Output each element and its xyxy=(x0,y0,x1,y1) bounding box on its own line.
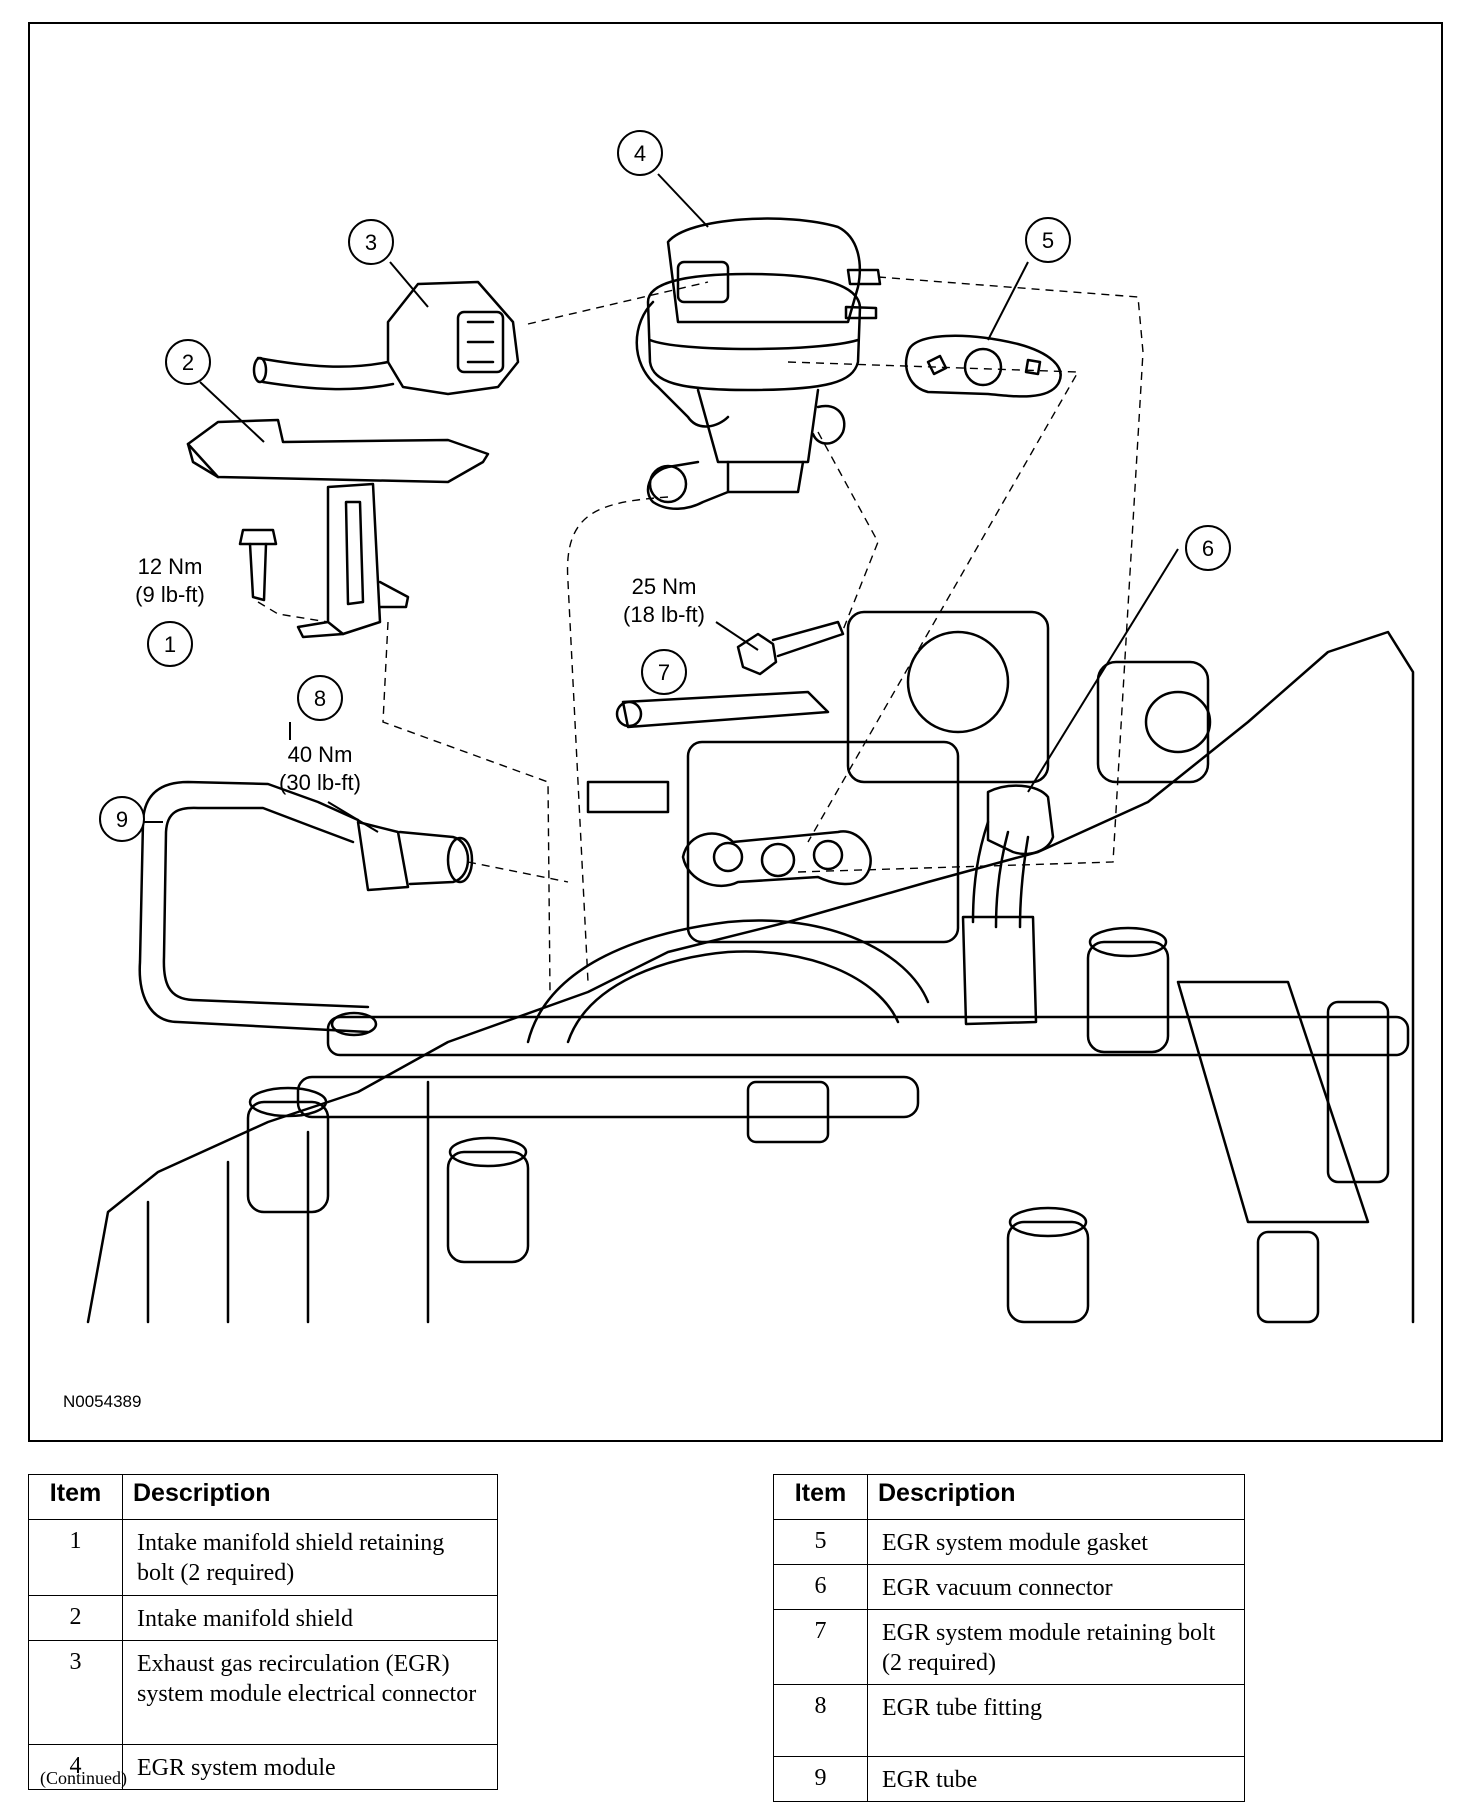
item-description: EGR system module retaining bolt (2 requ… xyxy=(867,1609,1245,1685)
callout-circle-9 xyxy=(99,796,145,842)
table-row: 9 EGR tube xyxy=(773,1756,1245,1802)
egr-tube-fitting xyxy=(356,820,474,892)
item-number: 8 xyxy=(773,1684,868,1757)
callout-circle-5 xyxy=(1025,217,1071,263)
callout-circle-7 xyxy=(641,649,687,695)
diagram-frame xyxy=(28,22,1443,1442)
callout-number-1: 1 xyxy=(164,632,176,657)
table-row: 7 EGR system module retaining bolt (2 re… xyxy=(773,1609,1245,1685)
item-number: 9 xyxy=(773,1756,868,1802)
callout-circle-3 xyxy=(348,219,394,265)
legend-header-row: Item Description xyxy=(773,1474,1245,1520)
table-row: 6 EGR vacuum connector xyxy=(773,1564,1245,1610)
egr-exploded-diagram: 1 2 3 4 5 6 7 8 9 12 Nm (9 lb-ft) 25 Nm … xyxy=(86,130,1415,1324)
intake-manifold-shield xyxy=(186,418,490,639)
item-description: EGR tube fitting xyxy=(867,1684,1245,1757)
header-item: Item xyxy=(773,1474,868,1520)
callout-number-9: 9 xyxy=(116,807,128,832)
item-number: 2 xyxy=(28,1595,123,1641)
callout-circle-4 xyxy=(617,130,663,176)
figure-id: N0054389 xyxy=(63,1392,142,1411)
table-row: 8 EGR tube fitting xyxy=(773,1684,1245,1757)
shield-retaining-bolt xyxy=(238,528,278,602)
item-number: 4 xyxy=(28,1744,123,1790)
legend-table-left: Item Description 1 Intake manifold shiel… xyxy=(28,1474,498,1790)
continued-note: (Continued) xyxy=(40,1768,127,1788)
item-number: 3 xyxy=(28,1640,123,1745)
callout-circle-8 xyxy=(297,675,343,721)
torque-lbft-1: (9 lb-ft) xyxy=(135,582,205,607)
item-number: 6 xyxy=(773,1564,868,1610)
item-description: Intake manifold shield xyxy=(122,1595,498,1641)
item-description: EGR system module xyxy=(122,1744,498,1790)
table-row: 2 Intake manifold shield xyxy=(28,1595,498,1641)
callout-circle-2 xyxy=(165,339,211,385)
table-row: 5 EGR system module gasket xyxy=(773,1519,1245,1565)
torque-lbft-7: (18 lb-ft) xyxy=(623,602,705,627)
item-number: 7 xyxy=(773,1609,868,1685)
callout-number-8: 8 xyxy=(314,686,326,711)
header-description: Description xyxy=(122,1474,498,1520)
legend-header-row: Item Description xyxy=(28,1474,498,1520)
item-number: 5 xyxy=(773,1519,868,1565)
egr-module-retaining-bolt xyxy=(736,620,845,676)
callout-number-6: 6 xyxy=(1202,536,1214,561)
callout-number-2: 2 xyxy=(182,350,194,375)
egr-tube xyxy=(138,780,378,1037)
table-row: 3 Exhaust gas recirculation (EGR) system… xyxy=(28,1640,498,1745)
callout-circle-6 xyxy=(1185,525,1231,571)
legend-table-right: Item Description 5 EGR system module gas… xyxy=(773,1474,1245,1802)
callout-number-3: 3 xyxy=(365,230,377,255)
torque-nm-1: 12 Nm xyxy=(138,554,203,579)
table-row: 1 Intake manifold shield retaining bolt … xyxy=(28,1519,498,1596)
item-description: EGR vacuum connector xyxy=(867,1564,1245,1610)
egr-electrical-connector xyxy=(252,280,520,396)
torque-nm-7: 25 Nm xyxy=(632,574,697,599)
callout-number-7: 7 xyxy=(658,660,670,685)
egr-vacuum-connector xyxy=(961,784,1055,1026)
item-description: Intake manifold shield retaining bolt (2… xyxy=(122,1519,498,1596)
torque-nm-8: 40 Nm xyxy=(288,742,353,767)
egr-module-gasket xyxy=(904,334,1062,398)
header-description: Description xyxy=(867,1474,1245,1520)
callout-number-4: 4 xyxy=(634,141,646,166)
item-description: Exhaust gas recirculation (EGR) system m… xyxy=(122,1640,498,1745)
egr-system-module xyxy=(635,217,882,510)
engine-intake-manifold xyxy=(86,610,1415,1324)
item-description: EGR system module gasket xyxy=(867,1519,1245,1565)
torque-lbft-8: (30 lb-ft) xyxy=(279,770,361,795)
header-item: Item xyxy=(28,1474,123,1520)
callout-circle-1 xyxy=(147,621,193,667)
coil-packs xyxy=(246,926,1320,1324)
item-description: EGR tube xyxy=(867,1756,1245,1802)
table-row: 4 EGR system module xyxy=(28,1744,498,1790)
callout-number-5: 5 xyxy=(1042,228,1054,253)
item-number: 1 xyxy=(28,1519,123,1596)
